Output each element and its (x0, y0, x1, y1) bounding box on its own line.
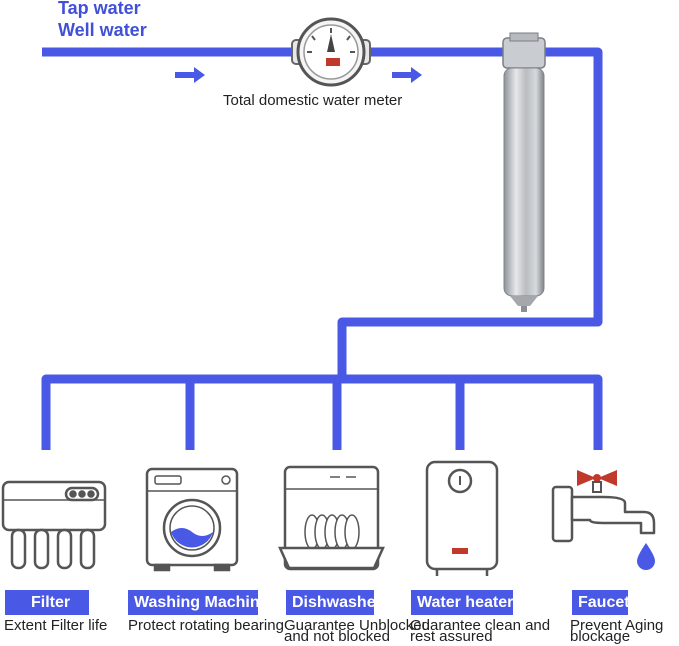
desc-water-heater-line2: rest assured (410, 628, 493, 645)
water-drop-icon (637, 543, 655, 570)
desc-dishwasher: Guarantee Unblocked (284, 617, 430, 634)
inlet-pipe (42, 47, 603, 378)
faucet-icon (551, 470, 656, 570)
flow-arrow-icon (392, 67, 422, 83)
distribution-manifold (41, 374, 603, 450)
tag-faucet: Faucet (572, 590, 628, 615)
desc-faucet-line2: blockage (570, 628, 631, 645)
ro-filter-icon (1, 480, 107, 570)
water-heater-icon (425, 460, 499, 576)
dishwasher-icon (278, 465, 385, 571)
pipe-network (41, 47, 603, 450)
source-label-well: Well water (58, 20, 147, 40)
flow-arrow-icon (175, 67, 205, 83)
water-meter-icon (291, 17, 371, 87)
desc-washing-machine: Protect rotating bearing (128, 617, 284, 634)
desc-filter: Extent Filter life (4, 617, 108, 634)
source-label-tap: Tap water (58, 0, 141, 18)
desc-faucet: Prevent Aging (570, 617, 664, 634)
desc-water-heater: Guarantee clean and (410, 617, 551, 634)
tag-dishwasher: Dishwasher (286, 590, 374, 615)
meter-label: Total domestic water meter (223, 92, 403, 109)
filter-housing-icon (502, 32, 546, 312)
tag-filter: Filter (5, 590, 89, 615)
washing-machine-icon (145, 467, 239, 572)
desc-dishwasher-line2: and not blocked (284, 628, 390, 645)
tag-washing-machine: Washing Machine (128, 590, 258, 615)
tag-water-heater: Water heater (411, 590, 513, 615)
